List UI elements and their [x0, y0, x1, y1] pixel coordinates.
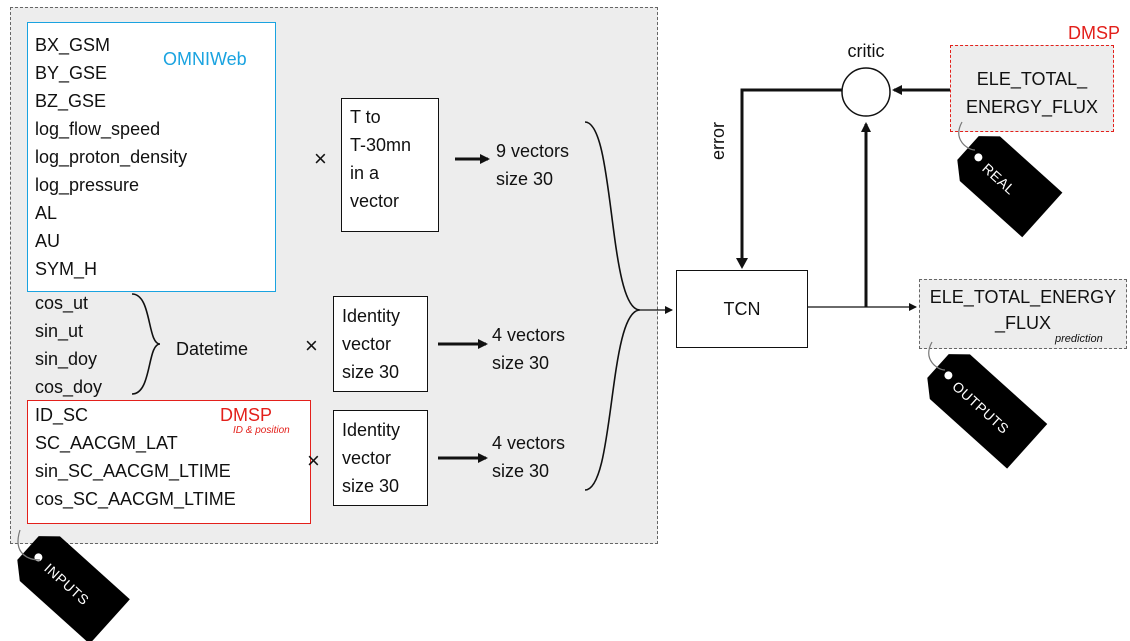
- output-value-line: ELE_TOTAL_ENERGY: [929, 287, 1117, 307]
- real-value-box: [950, 45, 1114, 132]
- dmsp-result-line: 4 vectors: [492, 433, 566, 453]
- real-tag: [957, 136, 1063, 238]
- datetime-var: sin_ut: [35, 321, 84, 341]
- critic-label: critic: [847, 41, 885, 61]
- omni-transform-line: vector: [350, 191, 400, 211]
- datetime-transform-line: vector: [342, 334, 392, 354]
- omni-var: BY_GSE: [35, 63, 108, 83]
- tcn-box: [676, 270, 808, 348]
- omni-transform-box: [341, 98, 439, 232]
- omni-result-line: 9 vectors: [496, 141, 570, 161]
- dmsp-transform-box: [333, 410, 428, 506]
- omni-var: SYM_H: [35, 259, 98, 279]
- omni-var: log_pressure: [35, 175, 140, 195]
- omni-result-line: size 30: [496, 169, 554, 189]
- dmsp-inputs-title: DMSP: [220, 405, 273, 425]
- datetime-brace: [131, 293, 161, 395]
- real-value-line: ENERGY_FLUX: [965, 97, 1099, 117]
- dmsp-transform-line: size 30: [342, 476, 400, 496]
- output-value-line: _FLUX: [994, 313, 1052, 333]
- dmsp-var: ID_SC: [35, 405, 89, 425]
- dmsp-var: sin_SC_AACGM_LTIME: [35, 461, 231, 481]
- datetime-result-line: 4 vectors: [492, 325, 566, 345]
- datetime-var: cos_ut: [35, 293, 89, 313]
- critic-circle: [841, 67, 891, 117]
- dmsp-transform-line: Identity: [342, 420, 401, 440]
- datetime-result-line: size 30: [492, 353, 550, 373]
- merge-brace: [584, 121, 641, 491]
- datetime-var: cos_doy: [35, 377, 103, 397]
- output-value-box: [919, 279, 1127, 349]
- dmsp-var: SC_AACGM_LAT: [35, 433, 178, 453]
- omni-transform-line: T to: [350, 107, 381, 127]
- real-value-line: ELE_TOTAL_: [976, 69, 1088, 89]
- omni-multiply-sign: ×: [314, 146, 327, 171]
- omni-var: log_proton_density: [35, 147, 188, 167]
- dmsp-result-line: size 30: [492, 461, 550, 481]
- tcn-label: TCN: [723, 299, 761, 319]
- omni-transform-line: in a: [350, 163, 380, 183]
- error-feedback-line: [740, 88, 842, 264]
- output-note: prediction: [1055, 333, 1103, 345]
- dmsp-multiply-sign: ×: [307, 448, 320, 473]
- dmsp-var: cos_SC_AACGM_LTIME: [35, 489, 236, 509]
- datetime-label: Datetime: [176, 339, 249, 359]
- error-feedback-arrowhead: [736, 258, 748, 269]
- omni-var: BX_GSM: [35, 35, 111, 55]
- omni-var: AL: [35, 203, 58, 223]
- dmsp-inputs-group: [27, 400, 311, 524]
- omni-var: log_flow_speed: [35, 119, 161, 139]
- datetime-var: sin_doy: [35, 349, 98, 369]
- outputs-tag: [927, 354, 1048, 469]
- omni-transform-line: T-30mn: [350, 135, 412, 155]
- omniweb-title: OMNIWeb: [163, 49, 247, 69]
- dmsp-transform-line: vector: [342, 448, 392, 468]
- real-source-title: DMSP: [1068, 23, 1121, 43]
- dmsp-inputs-subtitle: ID & position: [233, 425, 290, 436]
- omni-var: AU: [35, 231, 61, 251]
- datetime-multiply-sign: ×: [305, 333, 318, 358]
- datetime-transform-box: [333, 296, 428, 392]
- datetime-transform-line: size 30: [342, 362, 400, 382]
- datetime-transform-line: Identity: [342, 306, 401, 326]
- omniweb-group: [27, 22, 276, 292]
- omni-var: BZ_GSE: [35, 91, 107, 111]
